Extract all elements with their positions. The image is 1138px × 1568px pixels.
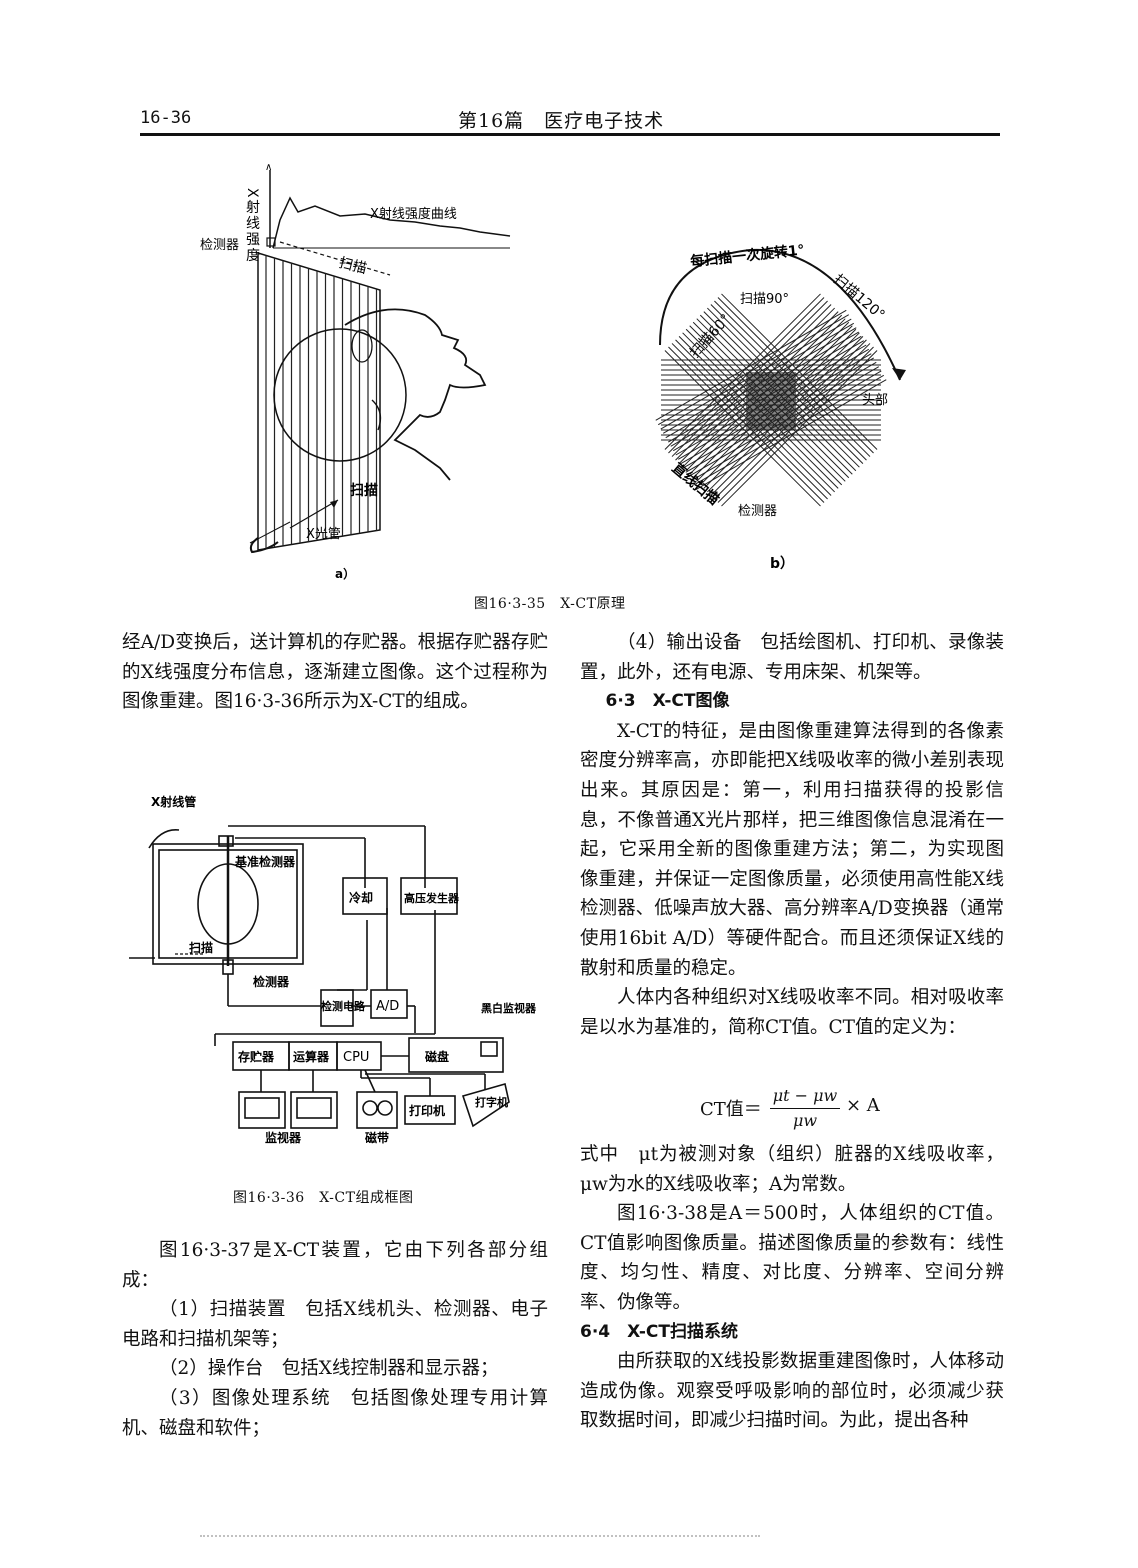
panel-b-detector-label: 检测器 <box>738 504 777 519</box>
formula-numerator: μt − μw <box>772 1086 838 1105</box>
right-column-bottom: 式中 μt为被测对象（组织）脏器的X线吸收率，μw为水的X线吸收率；A为常数。 … <box>580 1140 1004 1436</box>
xray-tube-label: X射线管 <box>151 794 196 809</box>
formula-lhs: CT值＝ <box>700 1099 762 1120</box>
list-item: （3）图像处理系统 包括图像处理专用计算机、磁盘和软件； <box>122 1387 548 1439</box>
typewriter-box: 打字机 <box>475 1095 508 1109</box>
ref-detector-label: 基准检测器 <box>234 854 296 869</box>
page-number: 16-36 <box>140 108 192 128</box>
scan-90-label: 扫描90° <box>740 292 789 307</box>
figure-35-caption: 图16·3-35 X-CT原理 <box>474 596 626 612</box>
xct-block-diagram: X射线管 基准检测器 扫描 检测器 冷却 高压发生器 检测电路 A/D 黑白监视… <box>129 794 537 1145</box>
head-label: 头部 <box>862 393 888 408</box>
svg-text:∧: ∧ <box>265 162 272 173</box>
printer-box: 打印机 <box>409 1103 445 1118</box>
detector-label: 检测器 <box>253 974 290 989</box>
rotation-label: 每扫描一次旋转1° <box>689 241 805 270</box>
list-item: （4）输出设备 包括绘图机、打印机、录像装置，此外，还有电源、专用床架、机架等。 <box>580 632 1004 683</box>
footer-marks <box>200 1535 760 1541</box>
scan-bottom-label: 扫描 <box>350 482 378 499</box>
ct-value-formula: CT值＝ μt − μw μw × A <box>700 1086 900 1140</box>
section-heading: 6·3 X-CT图像 <box>605 691 730 712</box>
panel-a: ∧ X射线强度 X射线强度曲线 检测器 扫描 扫描 <box>200 162 511 581</box>
curve-label: X射线强度曲线 <box>370 206 457 222</box>
scan-120-label: 扫描120° <box>830 272 888 324</box>
fraction-bar <box>770 1108 840 1109</box>
figure-16-3-35: ∧ X射线强度 X射线强度曲线 检测器 扫描 扫描 <box>140 150 1000 590</box>
formula-denominator: μw <box>792 1111 818 1130</box>
paragraph: 式中 μt为被测对象（组织）脏器的X线吸收率，μw为水的X线吸收率；A为常数。 <box>580 1144 1004 1195</box>
panel-b: 每扫描一次旋转1° 扫描60° 扫描90° 扫描120° 头部 直线扫描 检测器… <box>655 241 906 572</box>
formula-rhs: × A <box>846 1095 880 1116</box>
panel-a-tag: a） <box>335 566 355 581</box>
memory-box: 存贮器 <box>237 1049 275 1064</box>
figure-16-3-36: X射线管 基准检测器 扫描 检测器 冷却 高压发生器 检测电路 A/D 黑白监视… <box>125 778 565 1148</box>
xct-principle-diagram: ∧ X射线强度 X射线强度曲线 检测器 扫描 扫描 <box>200 162 906 581</box>
figure-36-caption: 图16·3-36 X-CT组成框图 <box>233 1190 414 1206</box>
tape-label: 磁带 <box>364 1130 389 1145</box>
paragraph: 人体内各种组织对X线吸收率不同。相对吸收率是以水为基准的，简称CT值。CT值的定… <box>580 987 1004 1038</box>
cooling-box: 冷却 <box>349 890 373 905</box>
paragraph: 图16·3-37是X-CT装置，它由下列各部分组成： <box>122 1240 548 1291</box>
detector-label: 检测器 <box>200 238 239 253</box>
list-item: （1）扫描装置 包括X线机头、检测器、电子电路和扫描机架等； <box>122 1299 548 1350</box>
scan-label: 扫描 <box>189 940 213 955</box>
bw-monitor-label: 黑白监视器 <box>481 1001 537 1015</box>
paragraph: 由所获取的X线投影数据重建图像时，人体移动造成伪像。观察受呼吸影响的部位时，必须… <box>580 1351 1004 1432</box>
scan-top-label: 扫描 <box>337 255 368 277</box>
running-title: 第16篇 医疗电子技术 <box>458 110 665 132</box>
hv-generator-box: 高压发生器 <box>404 891 460 905</box>
section-heading: 6·4 X-CT扫描系统 <box>580 1321 738 1342</box>
panel-b-tag: b） <box>770 556 794 572</box>
arithmetic-box: 运算器 <box>293 1049 330 1064</box>
monitor-label: 监视器 <box>265 1130 302 1145</box>
formula-fraction: μt − μw μw <box>770 1086 840 1131</box>
paragraph: 经A/D变换后，送计算机的存贮器。根据存贮器存贮的X线强度分布信息，逐渐建立图像… <box>122 632 548 713</box>
ad-box: A/D <box>376 999 399 1014</box>
axis-label: X射线强度 <box>244 188 260 264</box>
left-column-bottom: 图16·3-37是X-CT装置，它由下列各部分组成： （1）扫描装置 包括X线机… <box>122 1236 548 1443</box>
paragraph: 图16·3-38是A＝500时，人体组织的CT值。CT值影响图像质量。描述图像质… <box>580 1203 1004 1313</box>
detect-circuit-box: 检测电路 <box>321 999 366 1013</box>
tube-label: X光管 <box>306 527 341 542</box>
paragraph: X-CT的特征，是由图像重建算法得到的各像素密度分辨率高，亦即能把X线吸收率的微… <box>580 720 1004 979</box>
header-rule <box>140 133 1000 136</box>
page-header: 16-36 第16篇 医疗电子技术 <box>140 106 1000 136</box>
list-item: （2）操作台 包括X线控制器和显示器； <box>159 1358 499 1380</box>
left-column-top: 经A/D变换后，送计算机的存贮器。根据存贮器存贮的X线强度分布信息，逐渐建立图像… <box>122 628 548 717</box>
right-column-top: （4）输出设备 包括绘图机、打印机、录像装置，此外，还有电源、专用床架、机架等。… <box>580 628 1004 1042</box>
cpu-box: CPU <box>343 1050 369 1065</box>
disk-box: 磁盘 <box>424 1049 449 1064</box>
